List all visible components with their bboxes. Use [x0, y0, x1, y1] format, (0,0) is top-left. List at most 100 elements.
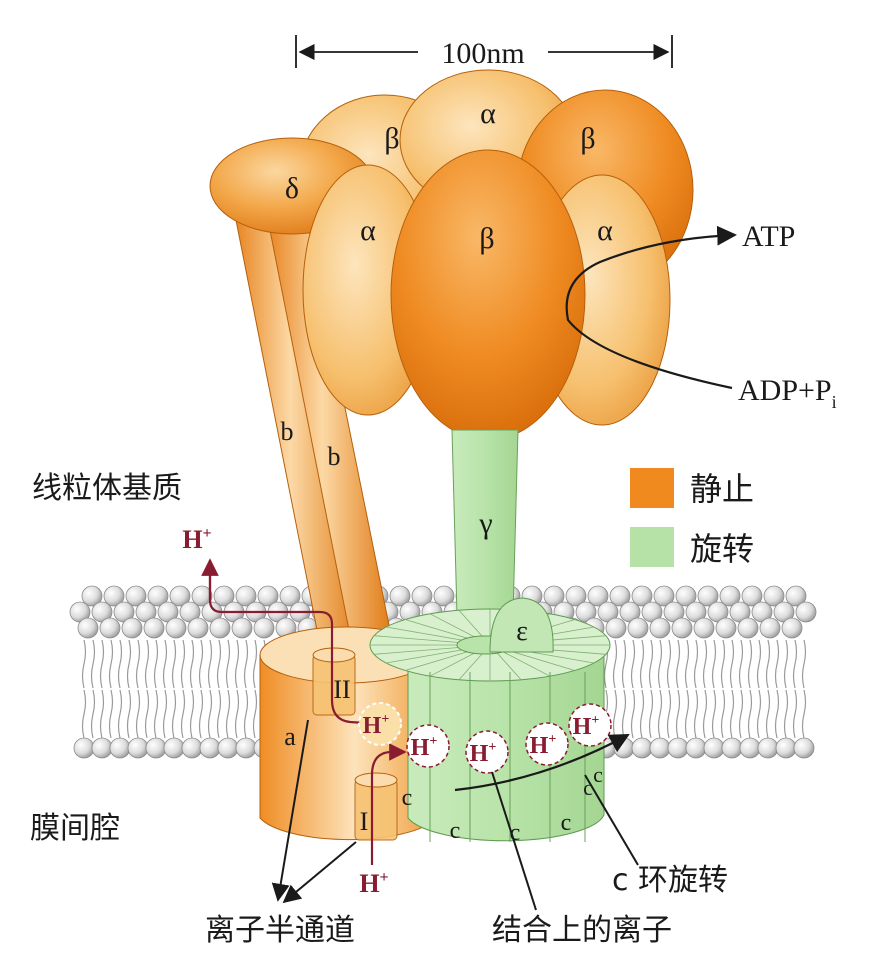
lipid-head: [127, 737, 149, 759]
lipid-tail: [180, 689, 186, 739]
lipid-tail: [99, 689, 105, 739]
lipid-head: [433, 585, 455, 607]
badge-4-sup: +: [548, 732, 556, 747]
label-beta-center: β: [479, 222, 494, 255]
label-c-4: c: [561, 810, 572, 836]
lipid-tail: [162, 689, 168, 739]
lipid-head: [649, 617, 671, 639]
lipid-tail: [792, 639, 798, 689]
lipid-tail: [684, 689, 690, 739]
lipid-tail: [612, 639, 618, 689]
lipid-tail: [99, 639, 105, 689]
label-beta-top-left: β: [384, 122, 399, 155]
lipid-tail: [684, 639, 690, 689]
lipid-head: [279, 585, 301, 607]
label-alpha-top: α: [480, 97, 496, 130]
lipid-head: [91, 737, 113, 759]
lipid-tail: [108, 639, 114, 689]
label-c-6: c: [593, 762, 603, 787]
lipid-tail: [189, 639, 195, 689]
lipid-head: [109, 737, 131, 759]
lipid-tail: [639, 639, 645, 689]
beta-center-ball: [390, 149, 586, 441]
lipid-tail: [729, 639, 735, 689]
label-beta-top-right: β: [580, 122, 595, 155]
lipid-tail: [90, 639, 96, 689]
lipid-tail: [747, 689, 753, 739]
lipid-tail: [81, 689, 87, 739]
lipid-head: [785, 585, 807, 607]
badge-2-h: H: [411, 735, 430, 761]
label-channel-I: I: [360, 807, 369, 836]
lipid-tail: [171, 689, 177, 739]
lipid-tail: [108, 689, 114, 739]
lipid-head: [675, 585, 697, 607]
badge-4-h: H: [530, 733, 549, 759]
lipid-tail: [126, 639, 132, 689]
label-c-1: c: [402, 785, 413, 811]
lipid-head: [191, 585, 213, 607]
lipid-tail: [207, 639, 213, 689]
lipid-head: [169, 585, 191, 607]
lipid-head: [187, 617, 209, 639]
label-b-left: b: [281, 417, 294, 446]
lipid-head: [257, 585, 279, 607]
lipid-tail: [135, 689, 141, 739]
lipid-head: [609, 585, 631, 607]
svg-text:H+: H+: [363, 712, 390, 739]
proton-bottom-label: H+: [359, 869, 388, 898]
lipid-tail: [621, 689, 627, 739]
lipid-head: [605, 617, 627, 639]
badge-2-sup: +: [429, 734, 437, 749]
badge-3-h: H: [470, 741, 489, 767]
lipid-head: [253, 617, 275, 639]
lipid-tail: [135, 639, 141, 689]
lipid-tail: [153, 689, 159, 739]
label-gamma: γ: [478, 507, 492, 540]
lipid-tail: [126, 689, 132, 739]
lipid-tail: [666, 639, 672, 689]
lipid-tail: [801, 689, 807, 739]
lipid-tail: [693, 639, 699, 689]
lipid-tail: [639, 689, 645, 739]
atp-synthesis-path: ATP ADP+Pi: [565, 220, 837, 412]
lipid-head: [121, 617, 143, 639]
lipid-tail: [234, 639, 240, 689]
lipid-tail: [117, 689, 123, 739]
lipid-head: [235, 737, 257, 759]
lipid-head: [781, 617, 803, 639]
region-matrix-label: 线粒体基质: [32, 471, 182, 506]
lipid-head: [627, 617, 649, 639]
lipid-tail: [81, 639, 87, 689]
lipid-head: [719, 585, 741, 607]
lipid-head: [213, 585, 235, 607]
lipid-head: [793, 737, 815, 759]
lipid-head: [757, 737, 779, 759]
lipid-tail: [756, 639, 762, 689]
lipid-head: [99, 617, 121, 639]
lipid-head: [145, 737, 167, 759]
legend: 静止 旋转: [630, 468, 754, 568]
lipid-head: [209, 617, 231, 639]
proton-top-label: H+: [182, 525, 211, 554]
epsilon-subunit: [489, 597, 554, 653]
badge-1-sup: +: [381, 712, 389, 727]
badge-1-h: H: [363, 713, 382, 739]
adp-subscript: i: [832, 392, 837, 412]
lipid-tail: [693, 689, 699, 739]
legend-label-rotating: 旋转: [690, 530, 754, 568]
atp-label: ATP: [742, 220, 795, 253]
lipid-tail: [243, 689, 249, 739]
lipid-tail: [144, 689, 150, 739]
label-alpha-right: α: [597, 214, 613, 247]
scale-label: 100nm: [441, 37, 524, 70]
proton-top-h: H: [182, 525, 202, 554]
lipid-tail: [783, 639, 789, 689]
f1-head: [209, 69, 694, 441]
badge-3-sup: +: [488, 740, 496, 755]
lipid-tail: [765, 689, 771, 739]
lipid-tail: [711, 639, 717, 689]
lipid-tail: [657, 639, 663, 689]
lipid-tail: [765, 639, 771, 689]
